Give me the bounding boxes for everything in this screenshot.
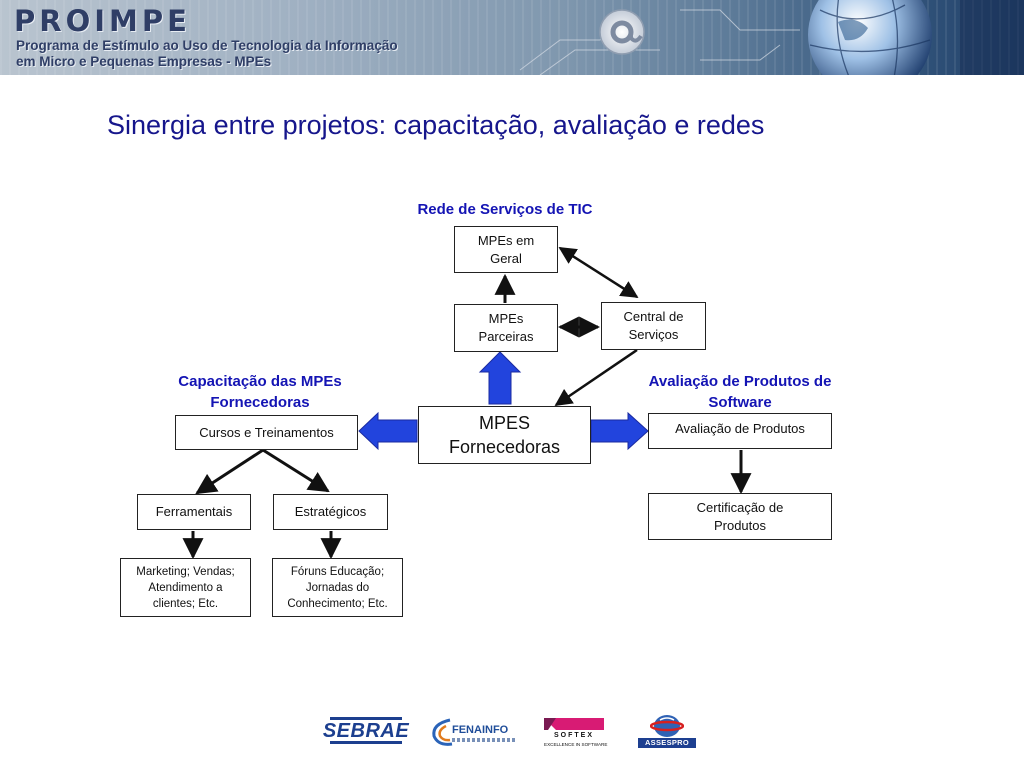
globe-icon	[808, 0, 932, 75]
page-title: Sinergia entre projetos: capacitação, av…	[107, 110, 765, 140]
node-center-line1: MPES	[478, 413, 530, 433]
softex-tagline: EXCELLENCE IN SOFTWARE	[544, 742, 608, 747]
node-foruns-line3: Conhecimento; Etc.	[287, 597, 388, 610]
node-cursos-treinamentos: Cursos e Treinamentos	[175, 415, 358, 450]
arrow-cursos-ferramentais	[195, 448, 264, 495]
banner-artwork	[519, 0, 1024, 75]
node-avaliacao-produtos: Avaliação de Produtos	[648, 413, 832, 449]
node-marketing-line1: Marketing; Vendas;	[136, 565, 235, 578]
block-arrow-up	[478, 351, 522, 405]
node-estrategicos: Estratégicos	[273, 494, 388, 530]
node-mpes-parceiras-line2: Parceiras	[478, 329, 534, 344]
node-ferramentais: Ferramentais	[137, 494, 251, 530]
block-arrow-left	[358, 411, 418, 451]
arrow-geral-central	[558, 246, 639, 299]
label-avaliacao-software: Avaliação de Produtos de Software	[620, 371, 860, 413]
assespro-logo-text: ASSESPRO	[638, 738, 696, 748]
node-mpes-em-geral-line1: MPEs em	[477, 232, 535, 248]
header-banner: PROIMPE Programa de Estímulo ao Uso de T…	[0, 0, 1024, 75]
fenainfo-logo-text: FENAINFO	[452, 724, 509, 736]
node-mpes-em-geral-line2: Geral	[490, 250, 522, 266]
node-central-line2: Serviços	[628, 327, 679, 342]
label-avaliacao-line1: Avaliação de Produtos de	[648, 373, 832, 390]
banner-title: PROIMPE	[14, 4, 191, 38]
node-mpes-em-geral: MPEs em Geral	[454, 226, 558, 273]
node-marketing: Marketing; Vendas; Atendimento a cliente…	[120, 558, 251, 617]
label-capacitacao-line1: Capacitação das MPEs	[178, 373, 342, 390]
node-foruns: Fóruns Educação; Jornadas do Conheciment…	[272, 558, 403, 617]
block-arrow-right	[590, 411, 649, 451]
node-central-servicos: Central de Serviços	[601, 302, 706, 350]
node-central-line1: Central de	[623, 309, 684, 324]
node-mpes-parceiras-line1: MPEs	[488, 311, 524, 326]
node-mpes-fornecedoras: MPES Fornecedoras	[418, 406, 591, 464]
arrow-central-center	[554, 348, 638, 407]
node-foruns-line1: Fóruns Educação;	[290, 565, 385, 578]
softex-mark-icon	[544, 718, 604, 730]
fenainfo-tagline	[452, 738, 516, 742]
node-mpes-parceiras: MPEs Parceiras	[454, 304, 558, 352]
banner-subtitle-line1: Programa de Estímulo ao Uso de Tecnologi…	[16, 38, 398, 53]
node-marketing-line2: Atendimento a	[148, 581, 223, 594]
at-sign-icon	[599, 9, 645, 55]
node-foruns-line2: Jornadas do	[305, 581, 370, 594]
node-marketing-line3: clientes; Etc.	[152, 597, 219, 610]
banner-subtitle-line2: em Micro e Pequenas Empresas - MPEs	[16, 54, 272, 69]
label-avaliacao-line2: Software	[708, 394, 772, 411]
node-certificacao-line1: Certificação de	[696, 499, 784, 515]
node-certificacao-produtos: Certificação de Produtos	[648, 493, 832, 540]
node-certificacao-line2: Produtos	[713, 517, 767, 533]
label-rede-servicos: Rede de Serviços de TIC	[417, 201, 593, 218]
softex-logo-text: SOFTEX	[553, 732, 594, 739]
fenainfo-mark-icon	[432, 718, 453, 746]
arrow-cursos-estrategicos	[262, 448, 330, 493]
assespro-globe-icon	[650, 715, 684, 737]
label-capacitacao-line2: Fornecedoras	[210, 394, 310, 411]
node-center-line2: Fornecedoras	[448, 437, 561, 457]
label-capacitacao: Capacitação das MPEs Fornecedoras	[150, 371, 370, 413]
sebrae-logo	[330, 717, 402, 744]
sebrae-logo-text: SEBRAE	[322, 719, 410, 742]
